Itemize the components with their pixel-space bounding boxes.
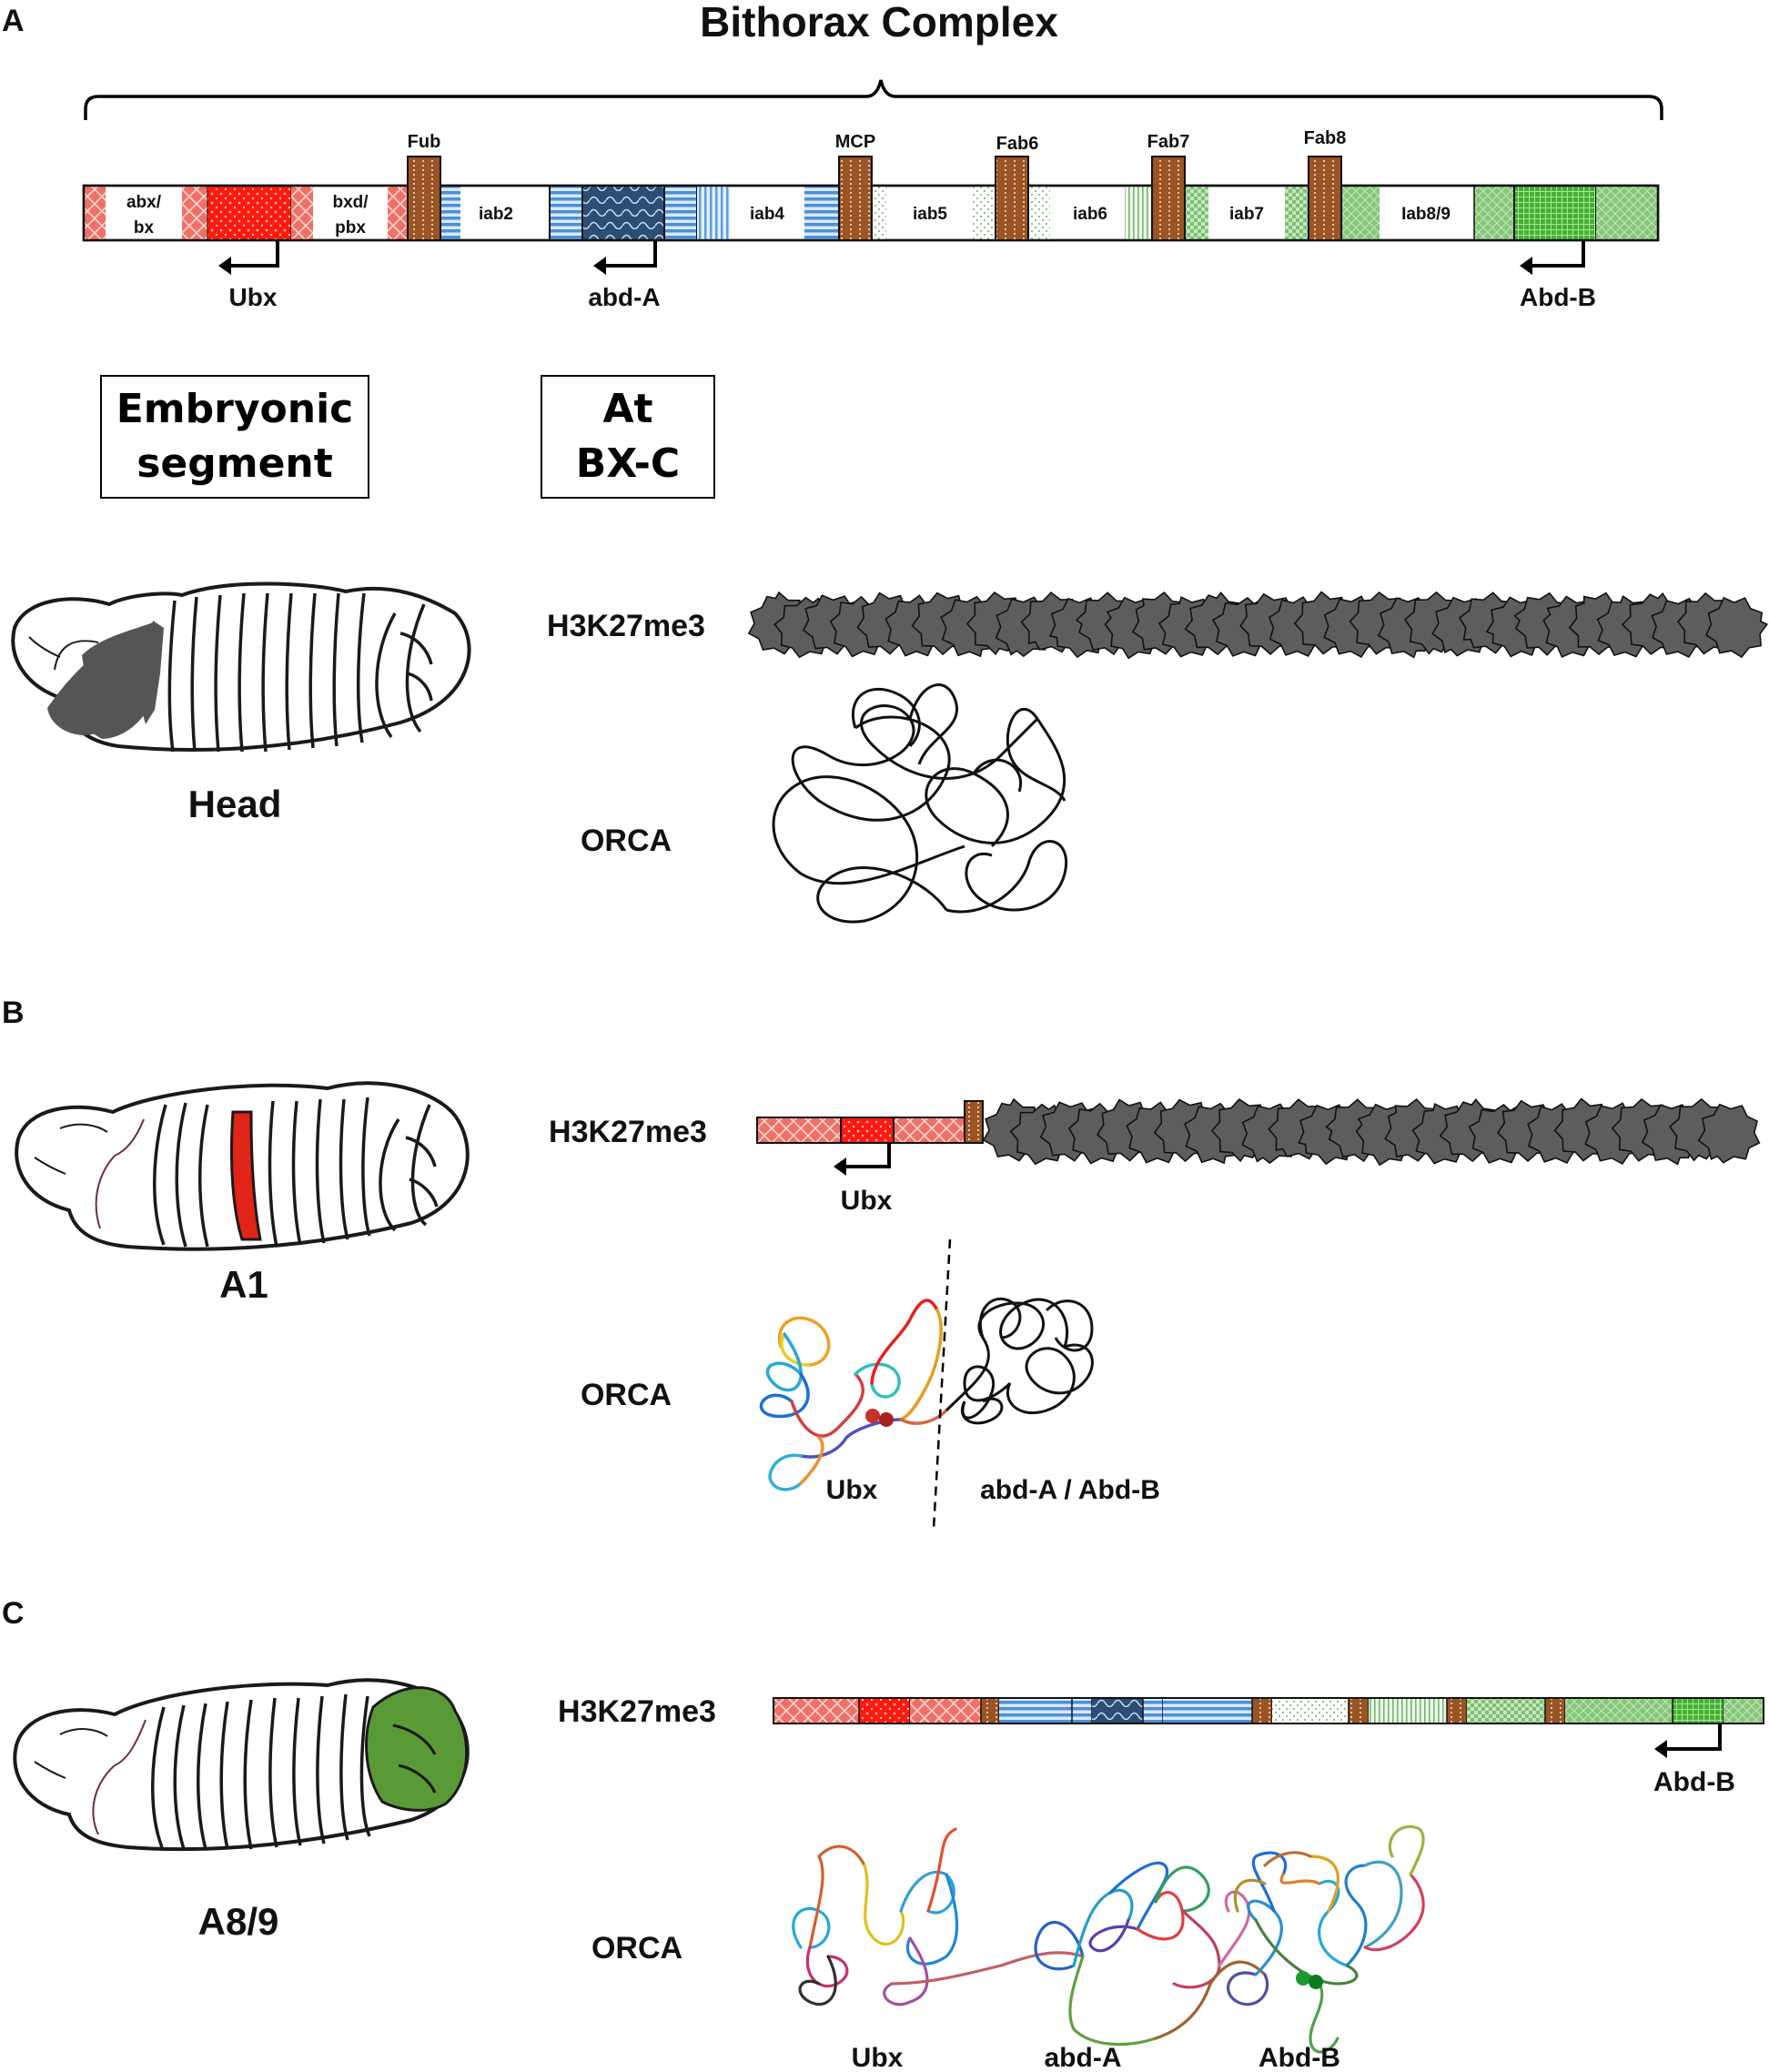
h3k27me3-nucleosomes-head xyxy=(748,579,1769,671)
embryonic-segment-line1: Embryonic xyxy=(116,386,354,432)
bithorax-brace xyxy=(84,79,1663,120)
gene-label-a89-abd-b: Abd-B xyxy=(1653,1767,1735,1797)
boundary-elements xyxy=(407,156,1342,241)
mark-label-a1: H3K27me3 xyxy=(549,1115,707,1149)
region-label-iab89: Iab8/9 xyxy=(1401,205,1451,224)
region-label-bx: bx xyxy=(134,218,155,238)
panel-label-b: B xyxy=(2,996,25,1030)
mark-label-a89: H3K27me3 xyxy=(558,1694,716,1729)
h3k27me3-nucleosomes-a1 xyxy=(983,1086,1769,1178)
orca-label-a1-abd: abd-A / Abd-B xyxy=(980,1475,1160,1505)
boundary-label-fab7: Fab7 xyxy=(1147,132,1190,152)
embryo-head xyxy=(11,581,471,753)
region-label-iab5: iab5 xyxy=(913,205,947,224)
boundary-label-mcp: MCP xyxy=(835,132,875,152)
orca-label-a89-ubx: Ubx xyxy=(852,2043,904,2072)
promoter-arrows-a xyxy=(227,240,1585,268)
orca-label-head: ORCA xyxy=(581,824,672,858)
boundary-label-fub: Fub xyxy=(408,132,441,152)
at-bxc-line1: At xyxy=(602,386,653,432)
orca-structure-a1-abd xyxy=(945,1297,1094,1425)
embryonic-segment-line2: segment xyxy=(136,440,333,487)
orca-structure-head xyxy=(772,683,1068,924)
boundary-label-fab6: Fab6 xyxy=(996,134,1039,154)
segment-label-a1: A1 xyxy=(219,1263,268,1306)
gene-label-ubx: Ubx xyxy=(229,283,278,311)
region-label-iab7: iab7 xyxy=(1229,205,1264,224)
region-label-abx: abx/ xyxy=(126,193,162,212)
mark-label-head: H3K27me3 xyxy=(547,609,705,643)
bithorax-title: Bithorax Complex xyxy=(700,0,1058,45)
orca-structure-a89 xyxy=(792,1824,1425,2054)
gene-label-abd-a: abd-A xyxy=(588,283,660,311)
region-label-iab2: iab2 xyxy=(479,205,513,224)
bxc-map-a1 xyxy=(756,1100,984,1176)
at-bxc-line2: BX-C xyxy=(575,440,681,487)
boundary-label-fab8: Fab8 xyxy=(1304,128,1347,148)
region-label-pbx: pbx xyxy=(335,218,366,238)
orca-label-a1: ORCA xyxy=(581,1378,672,1412)
bxc-map-a89 xyxy=(773,1697,1764,1758)
segment-label-a89: A8/9 xyxy=(198,1900,279,1943)
orca-structure-a1-ubx xyxy=(759,1299,948,1491)
region-label-bxd: bxd/ xyxy=(332,193,369,212)
embryo-a1 xyxy=(15,1081,470,1251)
orca-label-a89: ORCA xyxy=(591,1931,682,1966)
region-label-iab4: iab4 xyxy=(750,205,784,224)
domain-divider-a1 xyxy=(932,1238,952,1530)
orca-label-a89-abd-b: Abd-B xyxy=(1259,2043,1340,2072)
gene-label-abd-b: Abd-B xyxy=(1520,283,1596,311)
orca-label-a1-ubx: Ubx xyxy=(826,1475,878,1505)
segment-label-head: Head xyxy=(188,783,282,825)
gene-label-a1-ubx: Ubx xyxy=(841,1186,893,1216)
orca-label-a89-abd-a: abd-A xyxy=(1045,2043,1122,2072)
region-label-iab6: iab6 xyxy=(1073,205,1107,224)
embryonic-segment-box: Embryonic segment xyxy=(100,375,369,499)
panel-label-a: A xyxy=(2,4,25,38)
embryo-a89 xyxy=(13,1678,470,1852)
panel-label-c: C xyxy=(2,1596,25,1631)
